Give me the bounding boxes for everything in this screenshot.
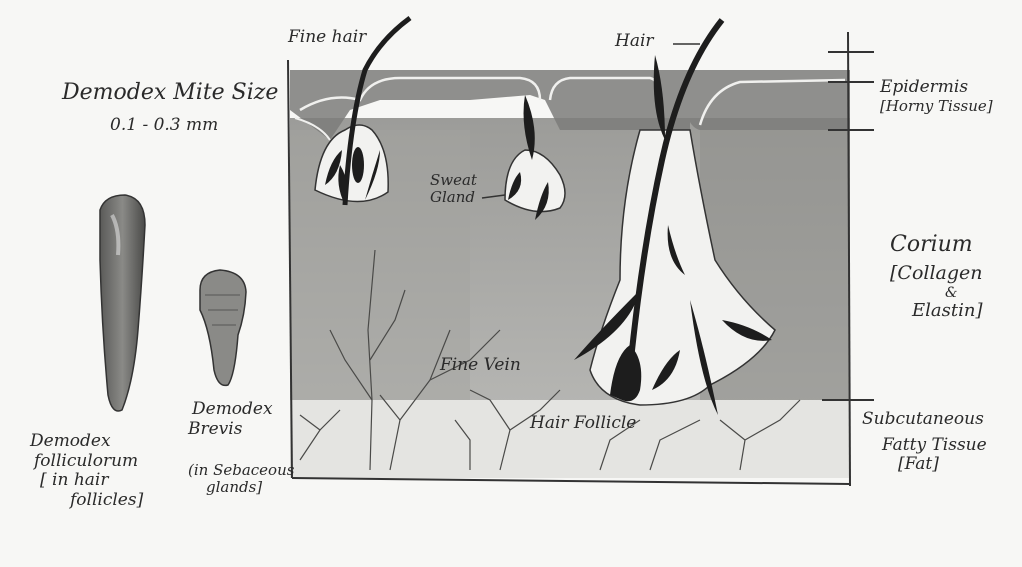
fine-vein-label: Fine Vein — [440, 356, 521, 376]
brevis-habitat-line2: glands] — [206, 479, 294, 496]
subcutaneous-label: Subcutaneous Fatty Tissue [Fat] — [862, 410, 987, 475]
corium-name: Corium — [890, 232, 983, 257]
brevis-habitat-line1: (in Sebaceous — [188, 462, 294, 479]
subcutaneous-desc: [Fat] — [898, 455, 987, 475]
brevis-name-line1: Demodex — [192, 400, 273, 420]
sweat-gland-label-line2: Gland — [430, 189, 477, 206]
subcutaneous-name-line1: Subcutaneous — [862, 410, 987, 430]
corium-desc-line2: & — [945, 285, 983, 301]
folliculorum-name-line1: Demodex — [30, 432, 143, 452]
corium-label: Corium [Collagen & Elastin] — [890, 232, 983, 322]
mite-size-title: Demodex Mite Size — [62, 80, 278, 105]
epidermis-desc: [Horny Tissue] — [880, 98, 993, 115]
brevis-label: Demodex Brevis — [192, 400, 273, 439]
folliculorum-habitat-line1: [ in hair — [40, 471, 143, 491]
folliculorum-name-line2: folliculorum — [34, 452, 143, 472]
sweat-gland-label-line1: Sweat — [430, 172, 477, 189]
subcutaneous-layer — [290, 400, 850, 478]
subcutaneous-name-line2: Fatty Tissue — [882, 436, 987, 456]
mite-size-range: 0.1 - 0.3 mm — [110, 116, 218, 136]
folliculorum-habitat-line2: follicles] — [70, 491, 143, 511]
sweat-gland-label: Sweat Gland — [430, 172, 477, 207]
corium-desc-line1: [Collagen — [890, 263, 983, 285]
brevis-name-line2: Brevis — [188, 420, 273, 440]
corium-desc-line3: Elastin] — [912, 301, 983, 322]
hair-follicle-label: Hair Follicle — [530, 414, 636, 434]
demodex-folliculorum-mite — [100, 195, 145, 411]
hair-label: Hair — [615, 32, 654, 52]
fine-hair-label: Fine hair — [288, 28, 366, 48]
epidermis-name: Epidermis — [880, 78, 993, 98]
folliculorum-label: Demodex folliculorum [ in hair follicles… — [30, 432, 143, 510]
epidermis-label: Epidermis [Horny Tissue] — [880, 78, 993, 115]
demodex-brevis-mite — [200, 270, 246, 385]
brevis-habitat: (in Sebaceous glands] — [188, 462, 294, 497]
